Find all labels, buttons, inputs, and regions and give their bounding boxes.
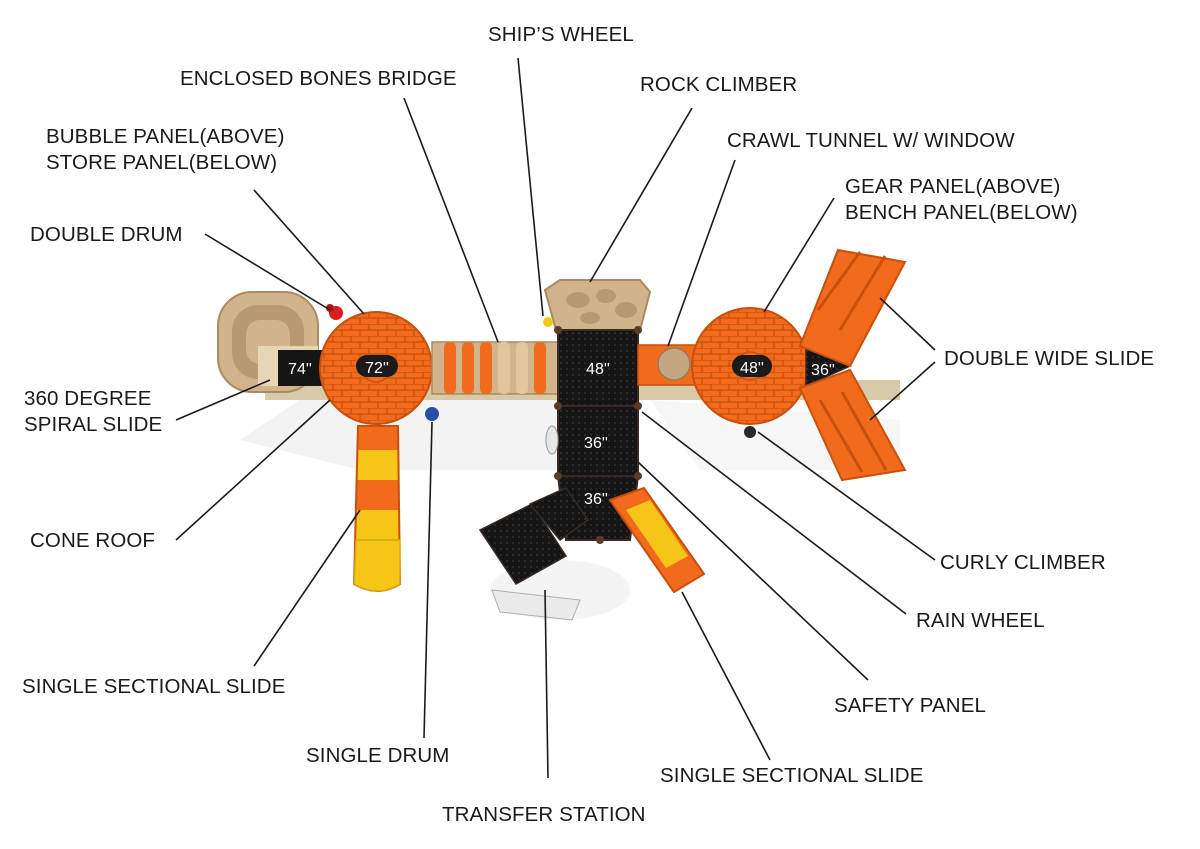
label-enclosed-bones-bridge: ENCLOSED BONES BRIDGE <box>180 67 457 90</box>
measure-74: 74'' <box>288 361 312 378</box>
label-gear-panel-line2: BENCH PANEL(BELOW) <box>845 201 1078 224</box>
measure-72: 72'' <box>365 360 389 377</box>
curly-climber <box>744 426 756 438</box>
transfer-station <box>478 487 590 621</box>
rain-wheel <box>545 425 559 455</box>
double-wide-slide <box>798 248 907 482</box>
label-single-drum: SINGLE DRUM <box>306 744 450 767</box>
deck-74 <box>278 350 322 386</box>
measure-36-right: 36'' <box>811 362 835 379</box>
label-bubble-panel: BUBBLE PANEL(ABOVE) STORE PANEL(BELOW) <box>46 124 285 176</box>
label-safety-panel: SAFETY PANEL <box>834 694 986 717</box>
label-double-drum: DOUBLE DRUM <box>30 223 183 246</box>
sectional-slide-left <box>352 425 402 592</box>
label-double-wide-slide: DOUBLE WIDE SLIDE <box>944 347 1155 370</box>
label-single-sectional-slide-right: SINGLE SECTIONAL SLIDE <box>660 764 924 787</box>
label-bubble-panel-line1: BUBBLE PANEL(ABOVE) <box>46 125 285 148</box>
label-crawl-tunnel: CRAWL TUNNEL W/ WINDOW <box>727 129 1015 152</box>
measurement-labels: 74'' 72'' 48'' 48'' 36'' 36'' 36'' <box>288 355 835 508</box>
measure-48-center: 48'' <box>586 361 610 378</box>
label-rock-climber: ROCK CLIMBER <box>640 73 798 96</box>
measure-36-mid: 36'' <box>584 435 608 452</box>
label-curly-climber: CURLY CLIMBER <box>940 551 1106 574</box>
label-spiral-slide: 360 DEGREE SPIRAL SLIDE <box>24 386 162 438</box>
measure-36-low: 36'' <box>584 491 608 508</box>
single-drum <box>425 407 439 421</box>
label-transfer-station: TRANSFER STATION <box>442 803 646 826</box>
label-gear-panel-line1: GEAR PANEL(ABOVE) <box>845 175 1061 198</box>
label-spiral-slide-line2: SPIRAL SLIDE <box>24 413 163 436</box>
label-cone-roof: CONE ROOF <box>30 529 156 552</box>
label-gear-panel: GEAR PANEL(ABOVE) BENCH PANEL(BELOW) <box>845 174 1078 226</box>
rock-climber <box>543 279 652 331</box>
label-bubble-panel-line2: STORE PANEL(BELOW) <box>46 151 278 174</box>
double-drum <box>326 304 343 320</box>
label-spiral-slide-line1: 360 DEGREE <box>24 387 152 410</box>
label-ships-wheel: SHIP’S WHEEL <box>488 23 634 46</box>
measure-48-right: 48'' <box>740 360 764 377</box>
ships-wheel <box>543 317 553 327</box>
leader-lines <box>175 57 936 779</box>
sectional-slide-right <box>608 486 706 594</box>
label-rain-wheel: RAIN WHEEL <box>916 609 1045 632</box>
label-single-sectional-slide-left: SINGLE SECTIONAL SLIDE <box>22 675 286 698</box>
bones-bridge <box>431 341 559 395</box>
